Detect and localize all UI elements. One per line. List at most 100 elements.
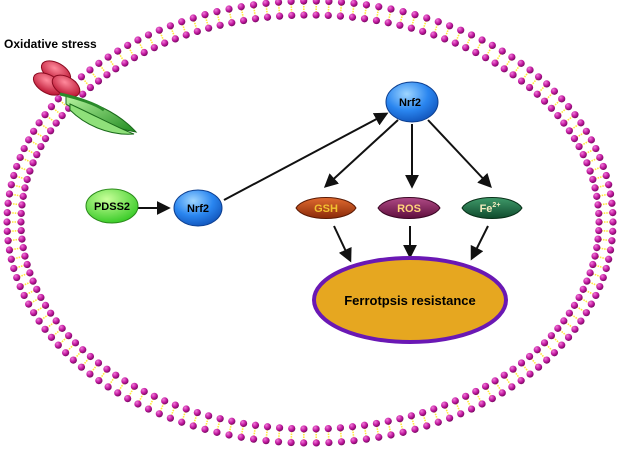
- lipid-head-outer: [47, 333, 56, 341]
- lipid-head-outer: [274, 0, 283, 6]
- lipid-head-outer: [262, 0, 270, 7]
- lipid-head-inner: [384, 417, 392, 425]
- fe-label: Fe2+: [480, 202, 501, 215]
- lipid-head-outer: [350, 0, 358, 7]
- lipid-head-outer: [189, 14, 197, 22]
- lipid-head-inner: [540, 339, 549, 347]
- nrf2-left-label: Nrf2: [187, 203, 209, 215]
- lipid-head-inner: [595, 209, 603, 218]
- lipid-head-inner: [300, 425, 308, 433]
- lipid-head-outer: [5, 246, 14, 254]
- lipid-head-inner: [500, 371, 508, 379]
- lipid-head-inner: [312, 425, 320, 433]
- lipid-head-inner: [481, 54, 490, 62]
- lipid-head-outer: [375, 3, 383, 11]
- lipid-head-outer: [178, 418, 186, 426]
- lipid-head-inner: [419, 408, 427, 417]
- lipid-head-inner: [86, 352, 95, 361]
- lipid-head-inner: [300, 11, 308, 19]
- lipid-head-inner: [324, 424, 332, 433]
- lipid-head-outer: [362, 435, 371, 443]
- lipid-head-outer: [13, 273, 21, 282]
- lipid-head-outer: [325, 438, 333, 447]
- lipid-head-inner: [263, 13, 272, 21]
- lipid-head-inner: [17, 226, 25, 235]
- membrane-receptor-icon: [32, 60, 138, 135]
- lipid-head-outer: [457, 26, 465, 34]
- lipid-head-inner: [533, 346, 541, 354]
- ros-label: ROS: [397, 203, 421, 215]
- lipid-head-outer: [144, 31, 153, 39]
- lipid-head-inner: [419, 27, 427, 36]
- ros-node: ROS: [377, 197, 441, 219]
- lipid-head-inner: [540, 97, 549, 105]
- lipid-head-inner: [33, 151, 41, 159]
- lipid-head-inner: [41, 301, 50, 309]
- lipid-head-inner: [360, 15, 369, 23]
- lipid-head-inner: [579, 151, 587, 159]
- lipid-head-outer: [592, 291, 600, 300]
- lipid-head-inner: [171, 401, 179, 409]
- pdss2-node: PDSS2: [85, 188, 139, 224]
- lipid-head-outer: [592, 144, 600, 153]
- lipid-head-inner: [18, 201, 26, 209]
- arrow-nrf2-to-fe: [427, 119, 492, 189]
- lipid-head-outer: [399, 428, 407, 436]
- lipid-head-inner: [251, 421, 260, 429]
- lipid-head-outer: [564, 333, 573, 341]
- lipid-head-outer: [577, 119, 585, 127]
- lipid-head-outer: [77, 73, 86, 81]
- lipid-head-outer: [605, 181, 613, 189]
- lipid-head-inner: [23, 175, 31, 184]
- lipid-head-inner: [112, 371, 120, 379]
- lipid-head-outer: [362, 1, 371, 9]
- arrow-fe-to-outcome: [470, 225, 489, 261]
- lipid-head-inner: [41, 135, 50, 143]
- lipid-head-inner: [275, 424, 284, 432]
- oxidative-stress-label: Oxidative stress: [4, 37, 97, 51]
- lipid-head-inner: [547, 104, 555, 112]
- lipid-head-inner: [71, 339, 80, 347]
- lipid-head-outer: [582, 309, 590, 317]
- lipid-head-outer: [543, 80, 551, 88]
- lipid-head-outer: [602, 264, 610, 273]
- lipid-head-inner: [560, 317, 568, 325]
- lipid-head-outer: [3, 227, 11, 235]
- lipid-head-inner: [517, 77, 526, 85]
- lipid-head-outer: [526, 370, 534, 378]
- lipid-head-outer: [446, 22, 454, 30]
- lipid-head-inner: [591, 252, 599, 260]
- lipid-head-inner: [525, 83, 534, 92]
- lipid-head-inner: [451, 397, 459, 405]
- lipid-head-outer: [582, 127, 590, 135]
- lipid-head-outer: [213, 428, 221, 436]
- lipid-head-outer: [467, 31, 476, 39]
- lipid-head-outer: [596, 153, 604, 162]
- lipid-head-inner: [288, 11, 296, 20]
- lipid-head-inner: [348, 423, 357, 431]
- lipid-head-outer: [300, 0, 308, 5]
- lipid-head-inner: [336, 424, 345, 432]
- lipid-head-inner: [251, 15, 260, 23]
- lipid-head-outer: [558, 341, 566, 349]
- lipid-head-outer: [478, 36, 486, 44]
- lipid-head-outer: [95, 59, 103, 67]
- lipid-head-outer: [457, 410, 465, 418]
- arrow-nrf2-to-nrf2: [223, 112, 389, 201]
- lipid-head-inner: [58, 324, 66, 332]
- lipid-head-outer: [3, 209, 11, 217]
- lipid-head-inner: [205, 412, 213, 420]
- lipid-head-outer: [189, 422, 197, 430]
- lipid-head-inner: [79, 90, 87, 98]
- fe-base: Fe: [480, 203, 493, 215]
- lipid-head-inner: [472, 48, 480, 57]
- lipid-head-outer: [155, 410, 163, 418]
- gsh-node: GSH: [295, 197, 357, 219]
- lipid-head-outer: [124, 394, 132, 403]
- lipid-head-inner: [193, 27, 201, 36]
- fe-superscript: 2+: [492, 202, 500, 209]
- lipid-head-outer: [166, 22, 174, 30]
- lipid-head-inner: [161, 397, 169, 405]
- lipid-head-outer: [287, 0, 295, 6]
- lipid-head-outer: [134, 400, 142, 408]
